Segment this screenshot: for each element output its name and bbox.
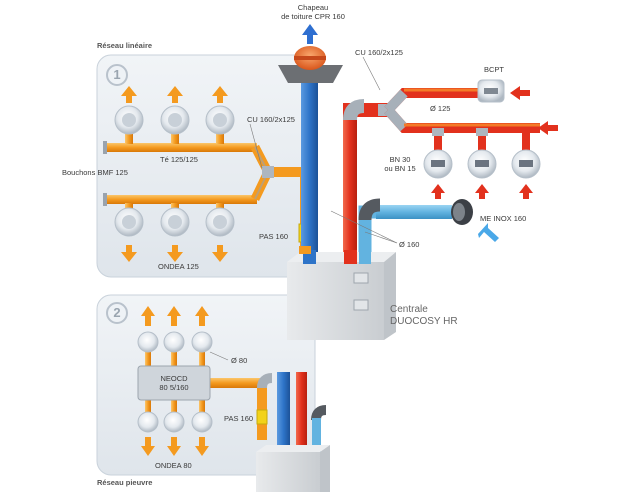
blue-roof-duct	[301, 65, 318, 280]
star-network-title: Réseau pieuvre	[97, 478, 153, 487]
bn-label-2: ou BN 15	[384, 164, 416, 173]
terminals-bottom-row	[114, 207, 235, 237]
exhaust-arrows-top	[121, 86, 228, 103]
roof-outlet-arrow	[302, 24, 318, 44]
roof-cap-label-2: de toiture CPR 160	[281, 12, 345, 21]
te-label: Té 125/125	[160, 155, 198, 164]
section-1-badge: 1	[106, 64, 128, 86]
roof-cap-label-1: Chapeau	[297, 3, 329, 12]
bn-label-1: BN 30	[389, 155, 411, 164]
pas-upper-label: PAS 160	[259, 232, 289, 241]
linear-network-title: Réseau linéaire	[97, 41, 153, 50]
centrale-label-2: DUOCOSY HR	[390, 316, 458, 327]
star-terminals-bottom	[137, 411, 213, 433]
terminals-top-row	[114, 105, 235, 135]
fresh-air-arrow	[478, 223, 499, 242]
centrale-unit-bottom	[256, 445, 330, 492]
section-2-badge: 2	[106, 302, 128, 324]
neocd-label-2: 80 5/160	[159, 383, 189, 392]
centrale-label-1: Centrale	[390, 304, 428, 315]
exhaust-arrows-bottom	[121, 245, 228, 262]
centrale-unit-top	[287, 252, 396, 340]
cu-top-label: CU 160/2x125	[355, 48, 403, 57]
diam-160-label: Ø 160	[399, 240, 420, 249]
branch-inlet-arrow	[538, 121, 558, 135]
ondea-125-label: ONDEA 125	[158, 262, 199, 271]
leader-lines	[209, 56, 398, 361]
star-terminals-top	[137, 331, 213, 353]
bcpt-label: BCPT	[484, 65, 505, 74]
star-arrows-top	[141, 306, 209, 326]
star-arrows-bottom	[141, 437, 209, 456]
pas-collar-lower	[256, 409, 268, 425]
bn-terminals	[423, 149, 541, 179]
bcpt-inlet-arrow	[510, 86, 530, 100]
diam-125-label: Ø 125	[430, 104, 451, 113]
bouchons-label: Bouchons BMF 125	[62, 168, 128, 177]
neocd-label-1: NEOCD	[160, 374, 188, 383]
cu-left-label: CU 160/2x125	[247, 115, 295, 124]
me-inox-label: ME INOX 160	[480, 214, 527, 223]
diam-80-label: Ø 80	[231, 356, 248, 365]
neocd-plenum	[137, 365, 211, 401]
ondea-80-label: ONDEA 80	[155, 461, 192, 470]
bn-inlet-arrows	[431, 184, 533, 199]
pas-lower-label: PAS 160	[224, 414, 254, 423]
